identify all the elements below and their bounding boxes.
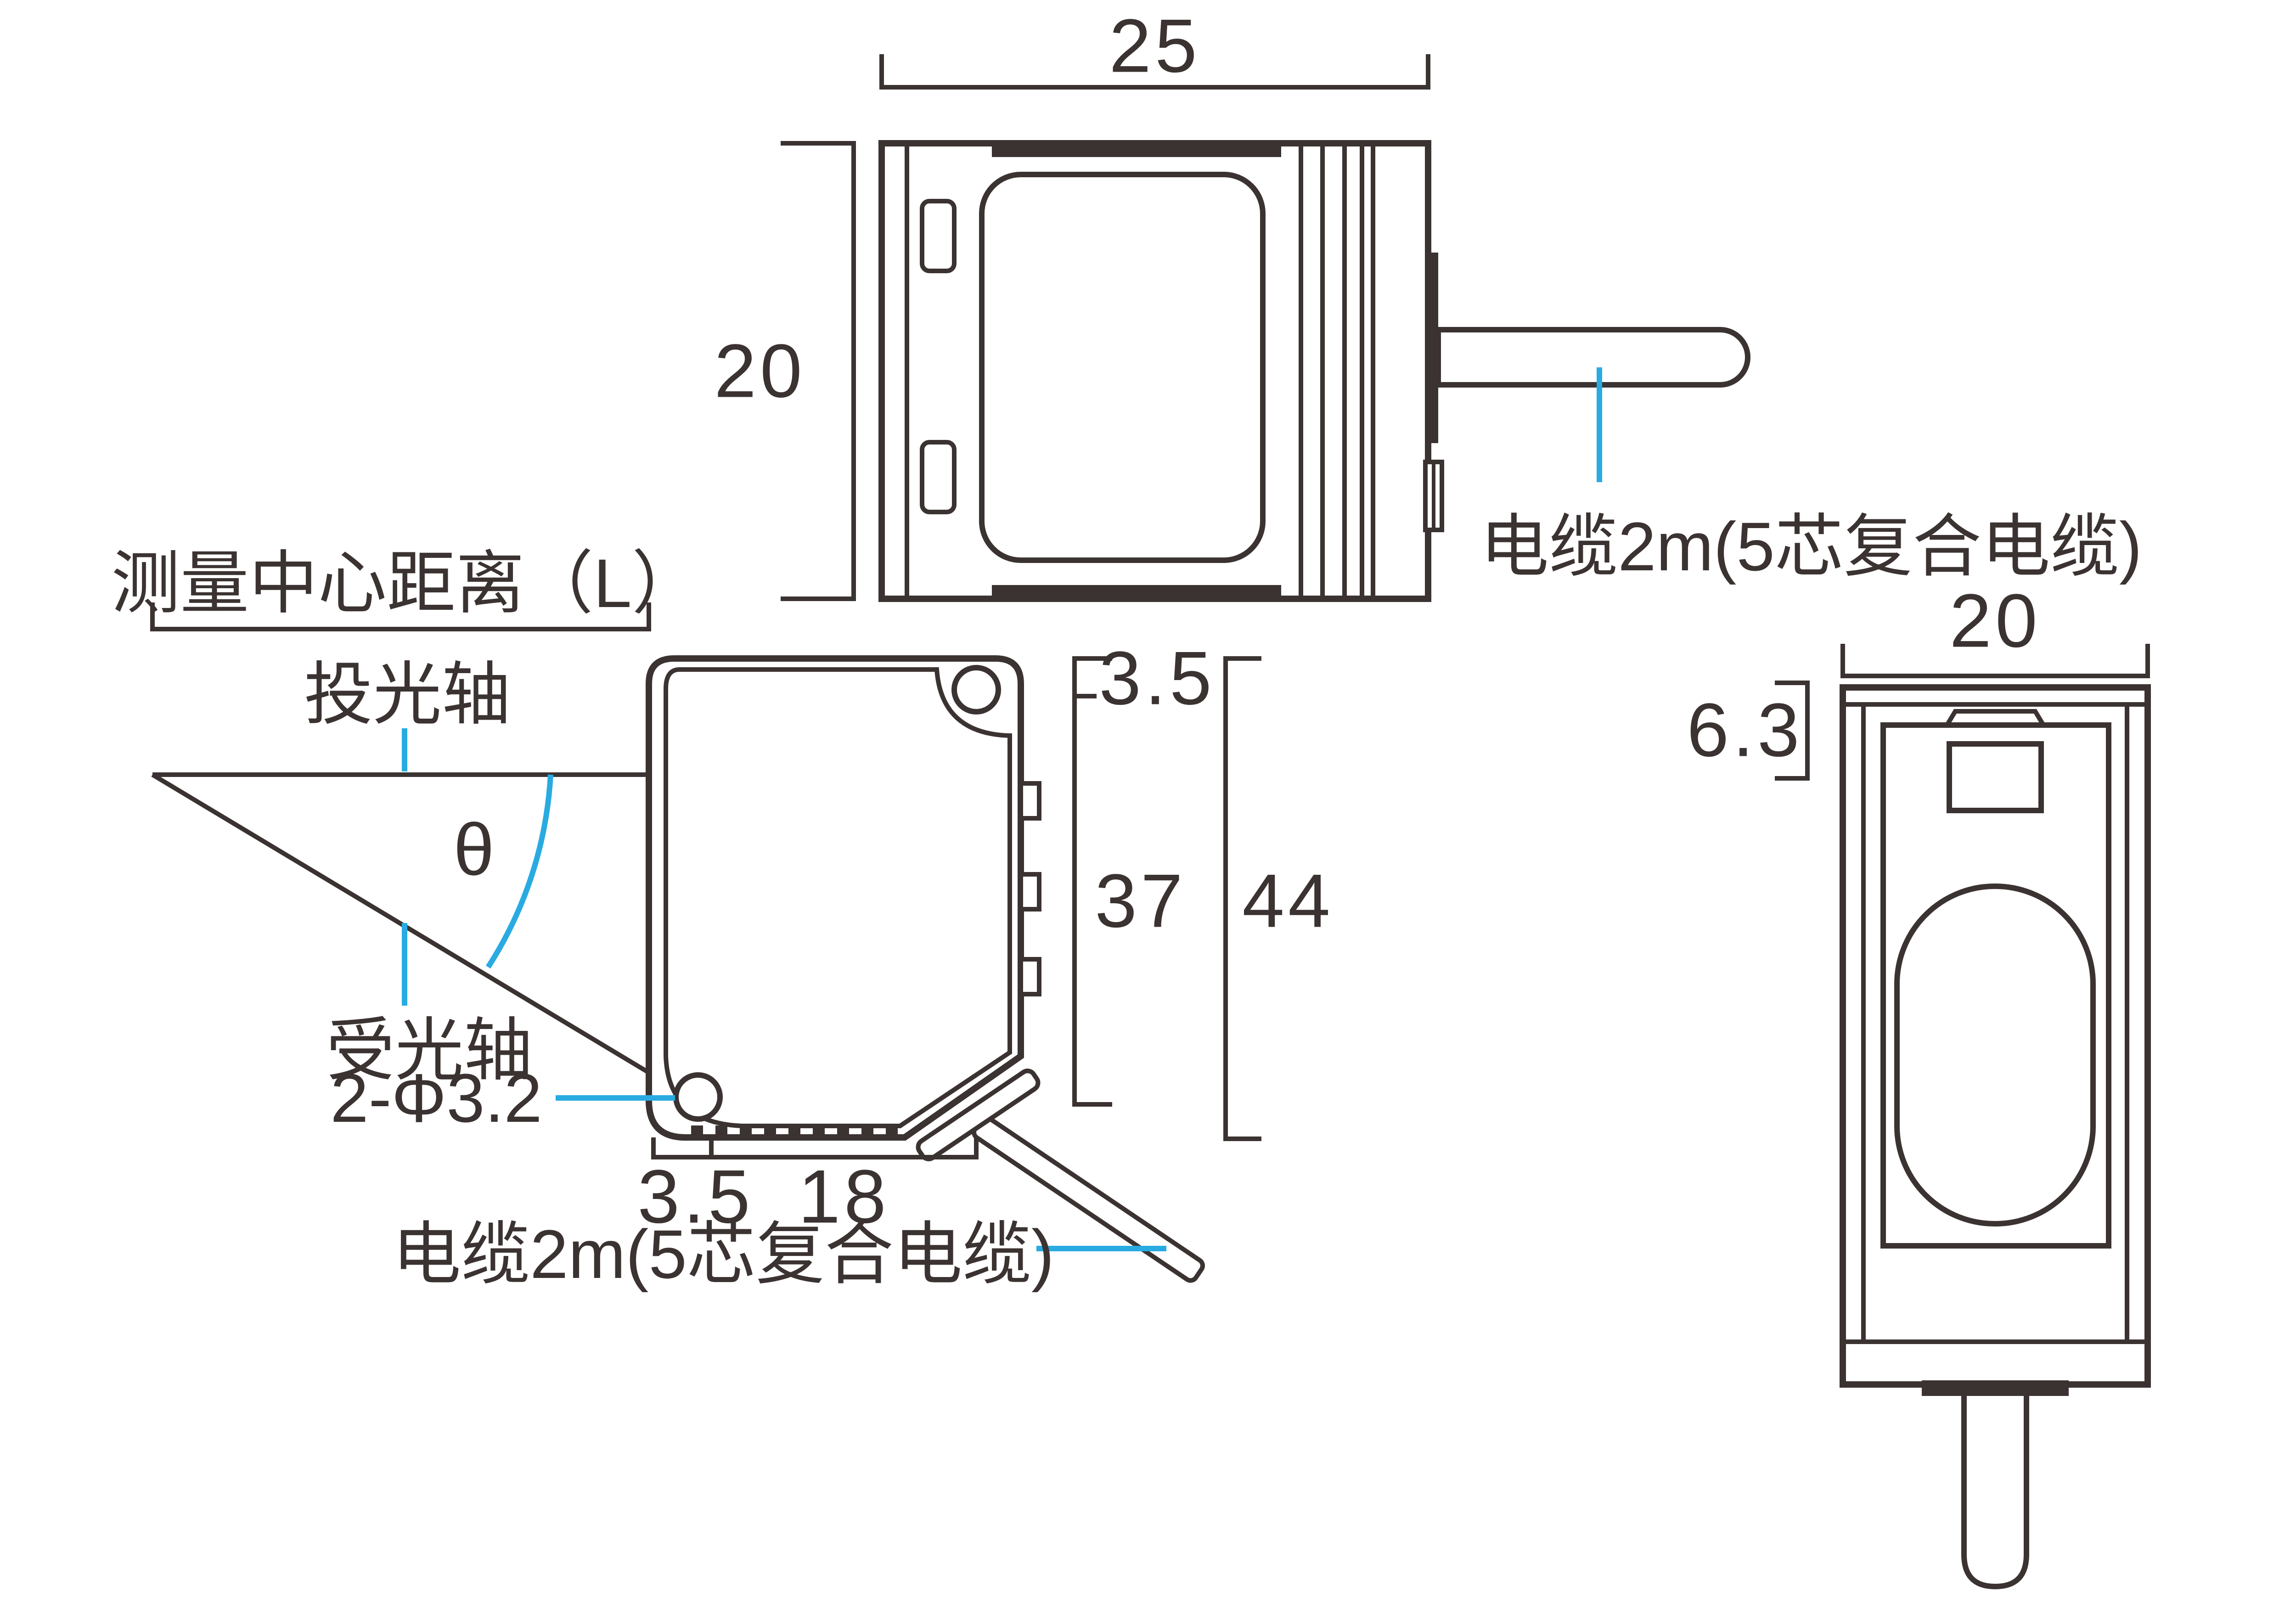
side-tab-1 [1019,781,1041,821]
dim-20-bracket-top-view [781,141,856,601]
cable-top-view [1435,327,1750,388]
side-tab-2 [1019,872,1041,912]
dim-3-5-bottom-label: 3.5 [637,1154,754,1239]
front-notch [1945,709,2046,726]
theta-arc [485,774,553,969]
dim-37-bracket [1072,656,1112,1107]
bottom-seal-bar [992,585,1281,599]
cable-gland-plate [916,1069,1041,1161]
dim-6-3-label: 6.3 [1687,687,1803,772]
emitter-window [1947,741,2044,813]
mounting-hole-top [951,665,1001,715]
front-cable-boot [1922,1380,2069,1396]
dim-37-label: 37 [1095,858,1187,943]
side-view [150,602,1261,1283]
receiver-lens-oval [1894,883,2096,1227]
dim-44-bracket [1223,656,1261,1141]
dim-20-top-label: 20 [714,328,806,413]
dim-18-label: 18 [798,1154,890,1239]
indicator-window-2 [920,440,957,514]
receiving-axis-label: 受光轴 [326,1012,533,1089]
dim-3-5-top-label: 3.5 [1099,636,1216,720]
theta-label: θ [453,808,495,890]
dim-44-label: 44 [1242,858,1334,943]
dim-20-bracket-front [1840,644,2150,678]
side-tab-3 [1019,957,1041,996]
dim-20-front-label: 20 [1949,578,2041,663]
dim-6-3-bracket [1775,681,1810,781]
dim-25-label: 25 [1109,3,1201,88]
side-body-inner-outline [664,667,1012,1128]
top-view [781,54,1750,602]
measure-distance-bracket [150,602,651,631]
mounting-hole-bottom [673,1072,723,1122]
cable-label-top: 电缆2m(5芯复合电缆) [1480,508,2142,585]
front-face-panel [1880,722,2111,1249]
measure-distance-label: 测量中心距离（L） [111,545,701,622]
front-view [1775,644,2151,1590]
top-seal-bar [992,143,1281,157]
indicator-window-1 [920,199,957,273]
top-view-body [878,140,1431,602]
side-body-outline [646,655,1024,1141]
cable-front-view [1961,1396,2029,1590]
dim-25-bracket [879,54,1430,90]
lens-cover [979,172,1266,563]
emitting-axis-label: 投光轴 [304,656,511,733]
cable-label-side: 电缆2m(5芯复合电缆) [392,1215,1054,1293]
front-body [1840,684,2151,1388]
dim-bottom-bracket [651,1137,979,1159]
mounting-holes-label: 2-Φ3.2 [330,1059,542,1137]
